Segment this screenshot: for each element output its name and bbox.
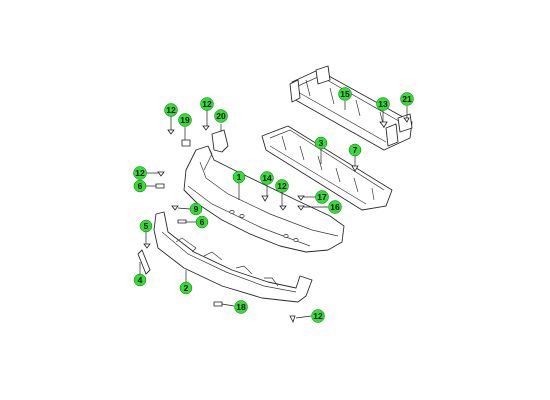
callout-1: 1: [232, 170, 246, 184]
callout-6-upper: 6: [133, 179, 147, 193]
callout-label: 16: [330, 202, 340, 212]
callout-12-d: 12: [275, 179, 289, 193]
callout-12-c: 12: [133, 166, 147, 180]
callout-badge: [195, 215, 209, 229]
callout-label: 3: [319, 138, 324, 148]
callout-label: 4: [138, 275, 143, 285]
callout-4: 4: [133, 273, 147, 287]
callout-15: 15: [338, 87, 352, 101]
callout-label: 15: [340, 89, 350, 99]
callout-label: 18: [236, 302, 246, 312]
callout-14: 14: [260, 171, 274, 185]
callout-label: 12: [135, 168, 145, 178]
callout-label: 14: [262, 173, 272, 183]
side-reflector-part: [137, 249, 151, 275]
side-bracket-part: [211, 129, 229, 153]
callout-badge: [275, 179, 289, 193]
callout-20: 20: [214, 109, 228, 123]
callout-label: 12: [277, 181, 287, 191]
callout-badge: [338, 87, 352, 101]
callout-12-a: 12: [164, 103, 178, 117]
callout-label: 17: [317, 192, 327, 202]
callout-12-e: 12: [311, 309, 325, 323]
callout-badge: [232, 170, 246, 184]
callout-label: 9: [194, 204, 199, 214]
callout-badge: [164, 103, 178, 117]
callout-badge: [328, 200, 342, 214]
callout-label: 12: [166, 105, 176, 115]
callout-18: 18: [234, 300, 248, 314]
callout-badge: [178, 113, 192, 127]
callout-label: 19: [180, 115, 190, 125]
callout-12-b: 12: [200, 97, 214, 111]
callout-label: 6: [138, 181, 143, 191]
callout-badge: [348, 143, 362, 157]
callout-17: 17: [315, 190, 329, 204]
callout-badge: [200, 97, 214, 111]
callout-badge: [179, 281, 193, 295]
callout-16: 16: [328, 200, 342, 214]
callout-21: 21: [400, 92, 414, 106]
callout-7: 7: [348, 143, 362, 157]
callout-badge: [189, 202, 203, 216]
callout-19: 19: [178, 113, 192, 127]
callout-label: 21: [402, 94, 412, 104]
callout-label: 6: [200, 217, 205, 227]
callout-label: 20: [216, 111, 226, 121]
callout-9: 9: [189, 202, 203, 216]
callout-13: 13: [376, 97, 390, 111]
callout-2: 2: [179, 281, 193, 295]
energy-absorber-part: [261, 125, 393, 211]
callout-6-lower: 6: [195, 215, 209, 229]
callout-badge: [234, 300, 248, 314]
callout-3: 3: [314, 136, 328, 150]
callout-badge: [260, 171, 274, 185]
callout-label: 12: [313, 311, 323, 321]
callout-badge: [311, 309, 325, 323]
callout-5: 5: [139, 219, 153, 233]
callout-label: 13: [378, 99, 388, 109]
callout-badge: [133, 166, 147, 180]
callout-badge: [214, 109, 228, 123]
clip-part: [181, 139, 191, 147]
callout-badge: [139, 219, 153, 233]
bumper-beam-part: [289, 65, 413, 151]
callout-badge: [315, 190, 329, 204]
callout-label: 1: [237, 172, 242, 182]
lower-bumper-cover-part: [153, 211, 313, 303]
callout-label: 12: [202, 99, 212, 109]
callout-leader-lines: [139, 101, 408, 319]
callout-badge: [314, 136, 328, 150]
callout-label: 2: [184, 283, 189, 293]
callout-label: 5: [144, 221, 149, 231]
callout-badge: [133, 179, 147, 193]
callout-badge: [400, 92, 414, 106]
callout-badge: [376, 97, 390, 111]
callout-badge: [133, 273, 147, 287]
callout-label: 7: [353, 145, 358, 155]
